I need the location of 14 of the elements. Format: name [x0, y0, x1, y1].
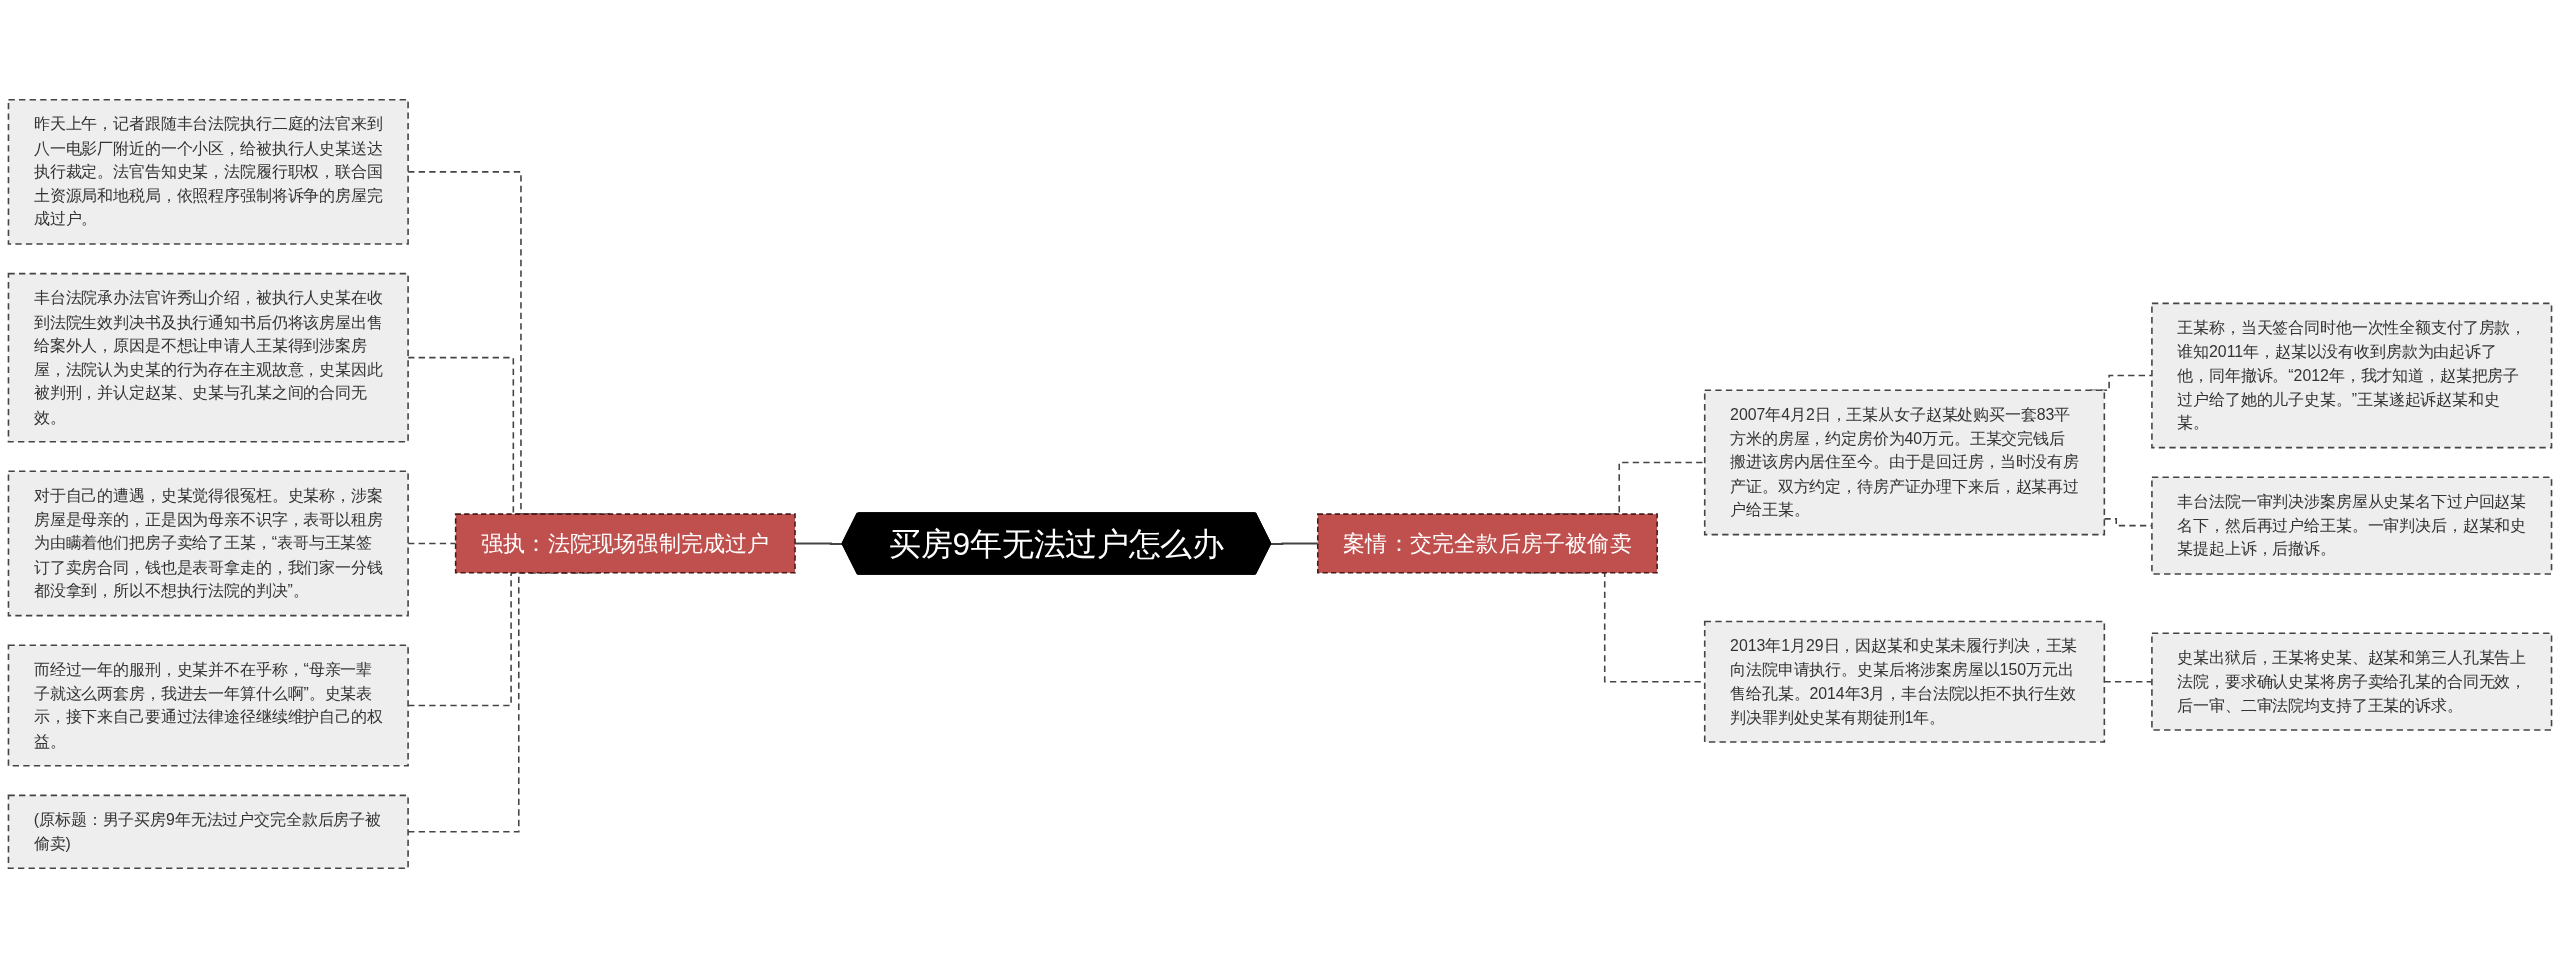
node-box: 而经过一年的服刑，史某并不在乎称，“母亲一辈子就这么两套房，我进去一年算什么啊”。史某表示，接下来自己要通过法律途径继续维护自己的权益。: [7, 644, 409, 767]
node-box: 史某出狱后，王某将史某、赵某和第三人孔某告上法院，要求确认史某将房子卖给孔某的合同无效，后一审、二审法院均支持了王某的诉求。: [2151, 632, 2553, 731]
node-box: 昨天上午，记者跟随丰台法院执行二庭的法官来到八一电影厂附近的一个小区，给被执行人史某送达执行裁定。法官告知史某，法院履行职权，联合国土资源局和地税局，依照程序强制将诉争的房屋完成过户。: [7, 98, 409, 245]
connector: [795, 542, 844, 546]
node-box: 案情：交完全款后房子被偷卖: [1317, 513, 1658, 574]
node-box: 丰台法院一审判决涉案房屋从史某名下过户回赵某名下，然后再过户给王某。一审判决后，赵某和史某提起上诉，后撤诉。: [2151, 476, 2553, 575]
node-box: 丰台法院承办法官许秀山介绍，被执行人史某在收到法院生效判决书及执行通知书后仍将该房屋出售给案外人，原因是不想让申请人王某得到涉案房屋，法院认为史某的行为存在主观故意，史某因此被判刑，并认定赵某、史某与孔某之间的合同无效。: [7, 272, 409, 443]
node-box: 王某称，当天签合同时他一次性全额支付了房款，谁知2011年，赵某以没有收到房款为由起诉了他，同年撤诉。“2012年，我才知道，赵某把房子过户给了她的儿子史某。”王某遂起诉赵某和史某。: [2151, 302, 2553, 449]
node-box: 2007年4月2日，王某从女子赵某处购买一套83平方米的房屋，约定房价为40万元。王某交完钱后搬进该房内居住至今。由于是回迁房，当时没有房产证。双方约定，待房产证办理下来后，赵某再过户给王某。: [1703, 389, 2106, 536]
node-box: 对于自己的遭遇，史某觉得很冤枉。史某称，涉案房屋是母亲的，正是因为母亲不识字，表哥以租房为由瞒着他们把房子卖给了王某，“表哥与王某签订了卖房合同，钱也是表哥拿走的，我们家一分钱都没拿到，所以不想执行法院的判决”。: [7, 470, 409, 617]
node-box: 强执：法院现场强制完成过户: [454, 513, 796, 574]
node-box: 2013年1月29日，因赵某和史某未履行判决，王某向法院申请执行。史某后将涉案房屋以150万元出售给孔某。2014年3月，丰台法院以拒不执行生效判决罪判处史某有期徒刑1年。: [1703, 620, 2106, 743]
node-box: (原标题：男子买房9年无法过户交完全款后房子被偷卖): [7, 794, 409, 870]
connector: [1270, 542, 1318, 546]
